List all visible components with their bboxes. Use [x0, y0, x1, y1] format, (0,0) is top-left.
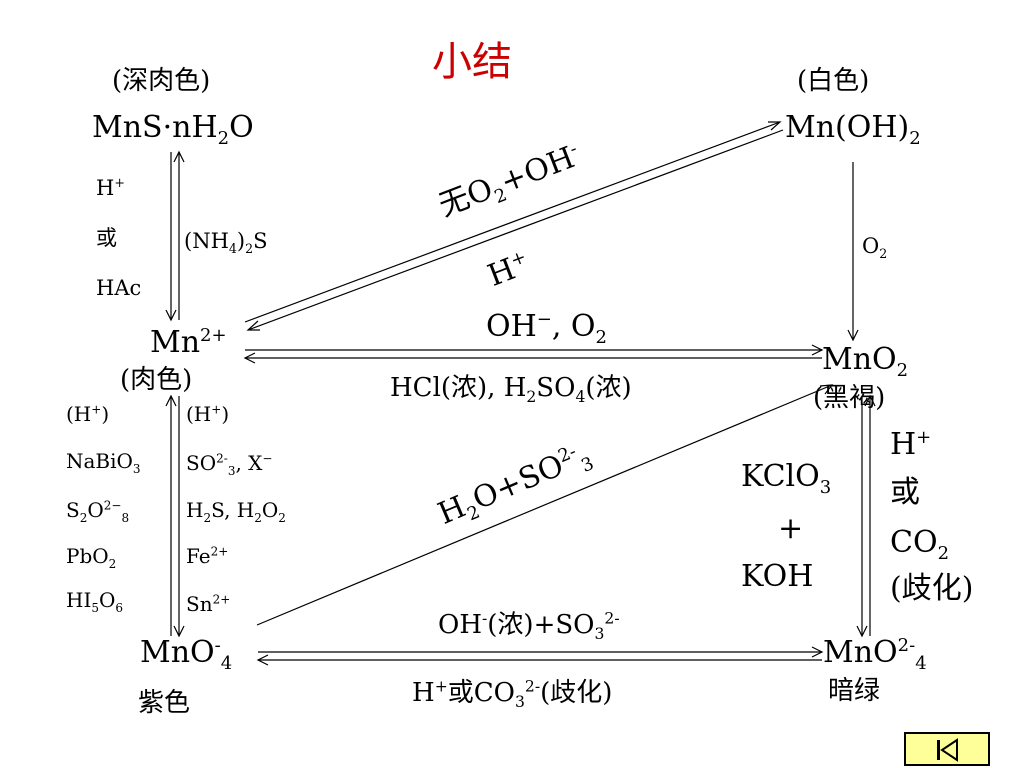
label-plus: + [778, 511, 804, 546]
label-so3-x: SO2-3, X− [186, 451, 273, 478]
arrowhead-diag-bottom [819, 384, 834, 395]
mno4-formula: MnO-4 [140, 635, 233, 674]
mn2-color: (肉色) [120, 365, 193, 395]
label-nabio3: NaBiO3 [66, 449, 141, 476]
mno42-color: 暗绿 [828, 676, 881, 706]
first-slide-icon [937, 738, 958, 762]
label-h2s-h2o2: H2S, H2O2 [186, 498, 286, 525]
mno4-color: 紫色 [138, 688, 191, 718]
mns-color: (深肉色) [112, 66, 211, 96]
arrowhead-mid-forward [811, 344, 824, 356]
arrowhead-mno42-up [864, 394, 876, 407]
label-o2: O2 [862, 234, 888, 262]
arrow-diag-top-back [247, 129, 784, 331]
arrowhead-mn2-up [173, 150, 185, 163]
mno42-formula: MnO2-4 [823, 635, 927, 674]
label-koh: KOH [741, 559, 814, 594]
label-ox-h: (H+) [66, 402, 110, 426]
label-right-co2: CO2 [890, 525, 950, 564]
arrow-diag-bottom [256, 384, 833, 626]
label-red-h: (H+) [186, 402, 230, 426]
label-s2o8: S2O2−8 [66, 498, 130, 525]
label-mid-top: OH−, O2 [486, 309, 607, 348]
mno2-color: (黑褐) [813, 383, 886, 413]
mnoh-color: (白色) [797, 66, 870, 96]
arrowhead-diag-top-back [246, 320, 260, 331]
arrowhead-diag-top-forward [768, 121, 782, 131]
label-bot-top: OH-(浓)+SO32- [438, 609, 620, 644]
mno2-formula: MnO2 [822, 342, 909, 381]
page-title: 小结 [432, 39, 512, 85]
label-hac: HAc [96, 276, 142, 300]
label-h-plus: H+ [96, 175, 125, 200]
first-slide-button[interactable] [904, 732, 990, 766]
arrowhead-mn2-up2 [165, 394, 177, 407]
label-bot-bottom: H+或CO32-(歧化) [412, 677, 613, 712]
label-nh4s: (NH4)2S [184, 229, 268, 257]
mnoh-formula: Mn(OH)2 [785, 110, 921, 149]
label-right-or: 或 [890, 475, 920, 510]
arrowhead-mid-back [243, 352, 256, 364]
arrowhead-mnoh-down [847, 329, 859, 342]
mns-formula: MnS·nH2O [92, 110, 254, 149]
arrowhead-bot-back [256, 654, 269, 666]
arrowhead-mns-down [165, 309, 177, 322]
mn2-formula: Mn2+ [150, 325, 227, 360]
label-fe2: Fe2+ [186, 544, 229, 568]
label-or: 或 [96, 226, 117, 250]
arrowhead-mno4-down [173, 625, 185, 638]
arrowhead-bot-forward [811, 646, 824, 658]
label-right-h-plus: H+ [890, 427, 932, 462]
label-pbo2: PbO2 [66, 544, 117, 571]
label-mid-bottom: HCl(浓), H2SO4(浓) [390, 373, 632, 407]
label-sn2: Sn2+ [186, 592, 231, 616]
label-kclo3: KClO3 [741, 459, 832, 498]
label-right-qihua: (歧化) [890, 571, 974, 606]
arrowhead-mno2-down [856, 625, 868, 638]
arrow-diag-top-forward [244, 121, 781, 323]
label-hi5o6: HI5O6 [66, 588, 124, 615]
